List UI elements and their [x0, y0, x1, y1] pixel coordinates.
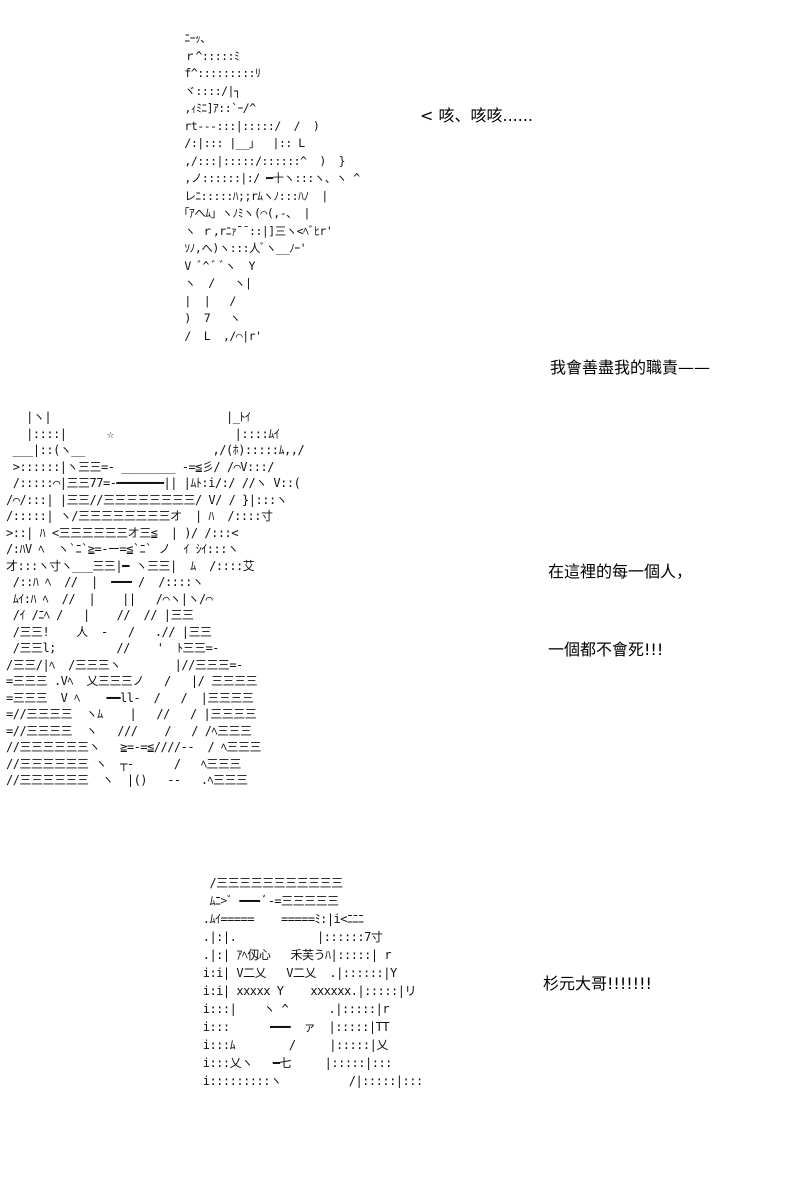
speech-line: 一個都不會死!!! — [548, 640, 664, 659]
panel-3: /三三三三三三三三三三三 ﾑﾆ>ﾞ ━━━ ﾞ-=三三三三三 .ﾑｲ===== … — [0, 860, 800, 1100]
panel-1: ﾆｰｯ、 ｒ^:::::ﾐ f^:::::::::ﾘ ヾ::::/|┐ ,ｨﾐﾆ… — [0, 0, 800, 380]
ascii-art-character-2: |ヽ| |_ﾄｲ |::::| ☆ |::::ﾑｲ ___|::(ヽ__ ,/(… — [6, 410, 305, 787]
ascii-art-character-3: /三三三三三三三三三三三 ﾑﾆ>ﾞ ━━━ ﾞ-=三三三三三 .ﾑｲ===== … — [202, 876, 423, 1088]
speech-line: < 咳、咳咳...... — [420, 106, 534, 125]
speech-line: 我會善盡我的職責—— — [550, 358, 711, 377]
ascii-art-character-1: ﾆｰｯ、 ｒ^:::::ﾐ f^:::::::::ﾘ ヾ::::/|┐ ,ｨﾐﾆ… — [178, 31, 360, 343]
speech-line: 杉元大哥!!!!!!! — [543, 974, 652, 993]
panel-2: |ヽ| |_ﾄｲ |::::| ☆ |::::ﾑｲ ___|::(ヽ__ ,/(… — [0, 395, 800, 805]
speech-line: 在這裡的每一個人， — [548, 562, 693, 581]
